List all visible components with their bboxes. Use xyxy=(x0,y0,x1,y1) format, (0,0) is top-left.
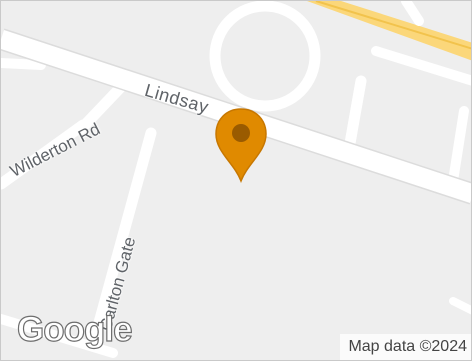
location-pin-icon[interactable] xyxy=(214,107,268,183)
roundabout xyxy=(209,1,321,112)
highway-edge xyxy=(315,1,471,50)
map-attribution[interactable]: Map data ©2024 xyxy=(340,334,471,360)
road-far-right-spur xyxy=(448,106,469,186)
road-right-upper xyxy=(371,46,471,86)
road-top-left xyxy=(1,58,46,70)
road-wilderton-stub xyxy=(75,81,127,135)
pin-body xyxy=(215,108,267,183)
road-bottom-left xyxy=(1,314,118,358)
roundabout-center xyxy=(221,12,309,100)
road-wilderton xyxy=(1,119,89,190)
road-bottom-right xyxy=(449,297,471,315)
google-logo[interactable]: Google xyxy=(16,310,133,349)
road-carlton-gate xyxy=(88,127,157,347)
highway-road xyxy=(307,1,471,61)
road-top-right xyxy=(401,1,424,26)
pin-center xyxy=(232,124,250,142)
road-right-spur xyxy=(343,75,367,155)
